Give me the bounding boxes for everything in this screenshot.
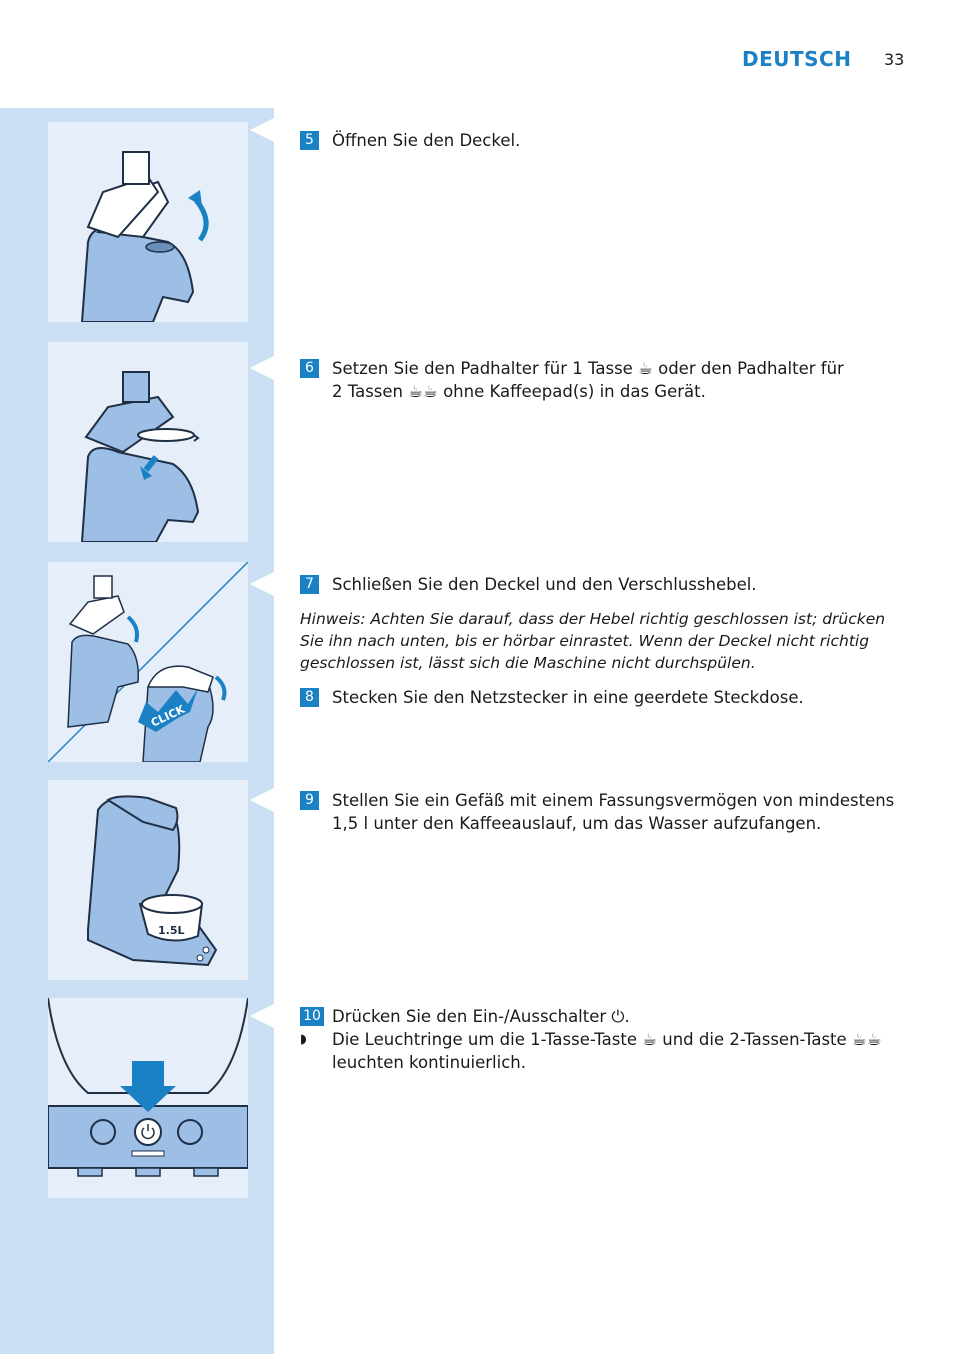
note-text: Hinweis: Achten Sie darauf, dass der Heb… bbox=[300, 608, 890, 674]
notch-marker bbox=[250, 788, 274, 812]
notch-marker bbox=[250, 118, 274, 142]
illustration-control-panel bbox=[48, 998, 248, 1198]
illustration-pad-holder bbox=[48, 342, 248, 542]
step-text: Stecken Sie den Netzstecker in eine geer… bbox=[332, 688, 804, 707]
step-number: 9 bbox=[300, 791, 319, 810]
step-text: Schließen Sie den Deckel und den Verschl… bbox=[332, 575, 757, 594]
step-text-line1: Stellen Sie ein Gefäß mit einem Fassungs… bbox=[332, 791, 895, 810]
note-line: Hinweis: Achten Sie darauf, dass der Heb… bbox=[300, 610, 886, 628]
step-text-line2: 1,5 l unter den Kaffeeauslauf, um das Wa… bbox=[332, 814, 822, 833]
step-text-line1: Setzen Sie den Padhalter für 1 Tasse ☕ o… bbox=[332, 359, 844, 378]
step-number: 5 bbox=[300, 131, 319, 150]
illustration-open-lid bbox=[48, 122, 248, 322]
illustration-bowl: 1.5L bbox=[48, 780, 248, 980]
step-number: 10 bbox=[300, 1007, 324, 1026]
note-line: geschlossen ist, lässt sich die Maschine… bbox=[300, 654, 756, 672]
step-number: 6 bbox=[300, 359, 319, 378]
notch-marker bbox=[250, 1004, 274, 1028]
notch-marker bbox=[250, 572, 274, 596]
step-text: Öffnen Sie den Deckel. bbox=[332, 131, 521, 150]
bullet-marker-icon: ◗ bbox=[300, 1032, 307, 1047]
step-text: Drücken Sie den Ein-/Ausschalter ⏻. bbox=[332, 1007, 630, 1026]
result-text-line1: Die Leuchtringe um die 1-Tasse-Taste ☕ u… bbox=[332, 1030, 882, 1049]
notch-marker bbox=[250, 356, 274, 380]
section-language-title: DEUTSCH bbox=[742, 47, 852, 71]
note-line: Sie ihn nach unten, bis er hörbar einras… bbox=[300, 632, 870, 650]
illustration-close-lid: CLICK bbox=[48, 562, 248, 762]
page-number: 33 bbox=[884, 50, 905, 69]
bowl-label: 1.5L bbox=[158, 924, 185, 937]
step-number: 8 bbox=[300, 688, 319, 707]
step-number: 7 bbox=[300, 575, 319, 594]
result-text-line2: leuchten kontinuierlich. bbox=[332, 1053, 526, 1072]
step-text-line2: 2 Tassen ☕☕ ohne Kaffeepad(s) in das Ger… bbox=[332, 382, 706, 401]
